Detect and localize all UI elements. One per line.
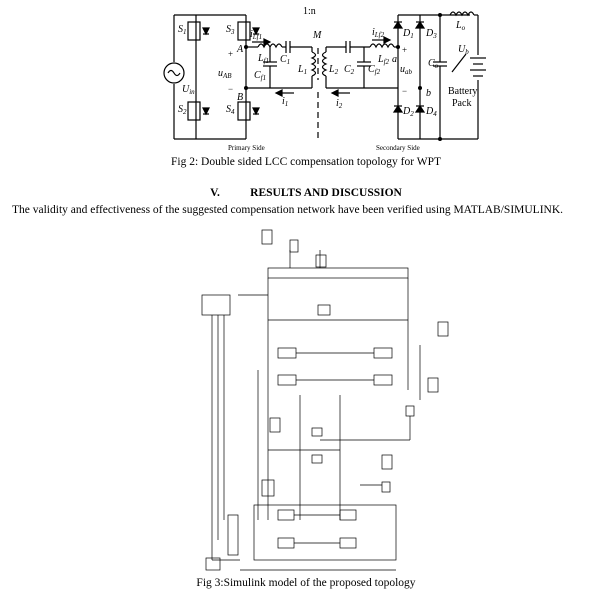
svg-text:S2: S2 <box>178 104 187 116</box>
svg-text:D2: D2 <box>402 106 414 118</box>
svg-text:+: + <box>402 45 407 55</box>
section-title: RESULTS AND DISCUSSION <box>250 187 402 199</box>
svg-text:Lo: Lo <box>455 20 466 32</box>
svg-text:D1: D1 <box>402 28 414 40</box>
svg-text:A: A <box>236 44 244 55</box>
svg-text:uab: uab <box>400 64 413 76</box>
svg-text:S1: S1 <box>178 24 187 36</box>
section-heading: V. RESULTS AND DISCUSSION <box>0 187 612 199</box>
svg-text:Ub: Ub <box>458 44 469 56</box>
results-paragraph: The validity and effectiveness of the su… <box>12 204 564 216</box>
svg-text:b: b <box>426 88 431 99</box>
svg-text:Primary Side: Primary Side <box>228 144 265 152</box>
switch-s2-icon <box>187 101 201 121</box>
inductor-lf1-icon <box>257 43 283 49</box>
svg-text:S3: S3 <box>226 24 235 36</box>
svg-text:B: B <box>237 92 243 103</box>
svg-text:−: − <box>228 84 233 94</box>
switch-s4-icon <box>237 101 251 121</box>
svg-text:i2: i2 <box>336 98 343 110</box>
lcc-topology-circuit: 1:n M S1 S3 S2 S4 A B Uin uAB iLf1 Lf1 C… <box>163 6 486 152</box>
svg-text:Uin: Uin <box>182 84 195 96</box>
scope-block-icon <box>261 229 273 245</box>
svg-text:L1: L1 <box>297 64 307 76</box>
svg-text:Pack: Pack <box>452 98 471 109</box>
svg-text:D4: D4 <box>425 106 437 118</box>
svg-text:Battery: Battery <box>448 86 477 97</box>
section-number: V. <box>210 187 220 199</box>
svg-text:M: M <box>312 30 322 41</box>
inductor-lf2-icon <box>369 43 395 49</box>
svg-text:iLf1: iLf1 <box>250 29 262 41</box>
diode-d2-icon <box>392 104 404 113</box>
inductor-lo-icon <box>449 11 475 17</box>
svg-text:uAB: uAB <box>218 68 232 80</box>
svg-text:1:n: 1:n <box>303 6 316 17</box>
diode-d1-icon <box>392 20 404 29</box>
switch-s3-icon <box>237 21 251 41</box>
svg-text:−: − <box>402 86 407 96</box>
svg-text:C2: C2 <box>344 64 355 76</box>
scope-display-icon <box>201 294 231 316</box>
svg-text:i1: i1 <box>282 96 288 108</box>
svg-text:L2: L2 <box>328 64 339 76</box>
svg-text:D3: D3 <box>425 28 437 40</box>
svg-text:Lf1: Lf1 <box>257 53 269 65</box>
inductor-l1-icon <box>310 51 317 77</box>
figure-3-caption: Fig 3:Simulink model of the proposed top… <box>196 577 416 589</box>
switch-block-icon <box>277 347 297 359</box>
svg-text:S4: S4 <box>226 104 235 116</box>
figure-2-caption: Fig 2: Double sided LCC compensation top… <box>170 156 442 168</box>
svg-text:Cf2: Cf2 <box>368 64 381 76</box>
svg-text:Co: Co <box>428 58 439 70</box>
simulink-model-diagram <box>201 229 449 571</box>
switch-s1-icon <box>187 21 201 41</box>
svg-text:Lf2: Lf2 <box>377 54 390 66</box>
svg-text:C1: C1 <box>280 54 290 66</box>
svg-text:Secondary Side: Secondary Side <box>376 144 420 152</box>
svg-text:iLf2: iLf2 <box>372 27 385 39</box>
svg-text:Cf1: Cf1 <box>254 70 266 82</box>
diode-d4-icon <box>414 104 426 113</box>
svg-text:+: + <box>228 49 233 59</box>
dc-source-icon <box>163 62 185 84</box>
inductor-l2-icon <box>321 51 328 77</box>
svg-text:a: a <box>392 54 397 65</box>
diode-d3-icon <box>414 20 426 29</box>
